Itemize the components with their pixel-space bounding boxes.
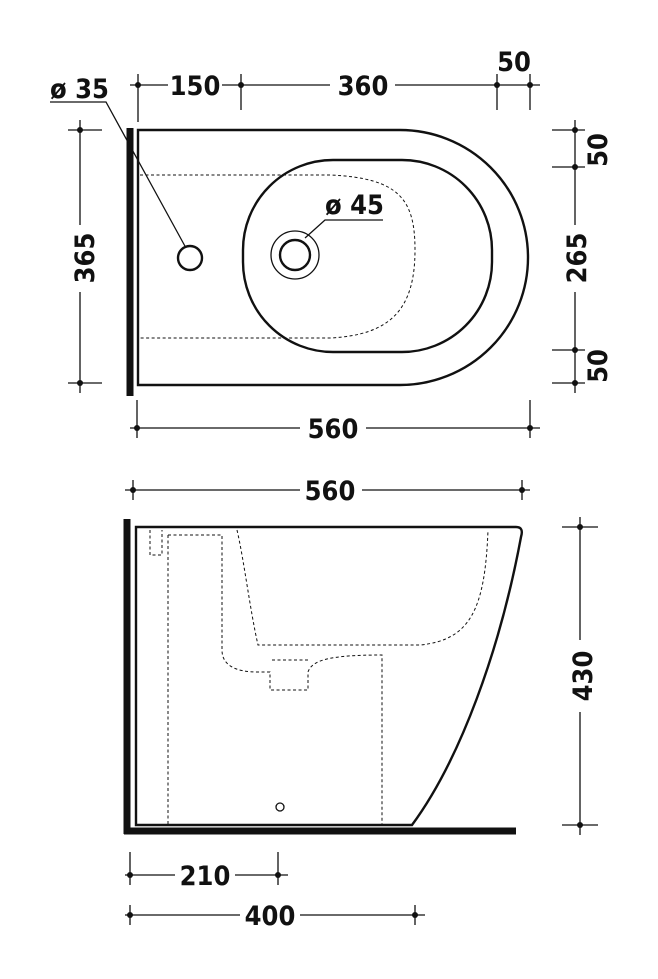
hidden-basin [236, 529, 489, 646]
dim-150: 150 [170, 71, 221, 102]
side-view: 560 430 210 400 [123, 476, 599, 932]
drain-label: ø 45 [325, 190, 384, 221]
drain-outlet [275, 802, 285, 812]
leader-drain [304, 219, 383, 239]
dim-560-top: 560 [308, 414, 359, 445]
dim-365: 365 [70, 233, 101, 284]
leader-tap-hole [50, 101, 187, 249]
dim-210: 210 [180, 861, 231, 892]
drain-outer [270, 230, 320, 280]
hidden-trap [149, 530, 383, 825]
basin-outline [241, 158, 494, 354]
dim-400: 400 [245, 901, 296, 932]
dim-360: 360 [338, 71, 389, 102]
dim-265: 265 [562, 233, 593, 284]
dim-560-side: 560 [305, 476, 356, 507]
dim-430: 430 [568, 651, 599, 702]
dim-50-top: 50 [497, 47, 531, 78]
side-outline [134, 525, 524, 827]
top-view: ø 35 ø 45 150 360 50 365 50 265 50 560 [50, 47, 614, 445]
tap-hole-label: ø 35 [50, 74, 109, 105]
tap-hole [176, 244, 204, 272]
hidden-line [167, 535, 310, 825]
drain-hole [278, 238, 312, 272]
dim-50-right-bottom: 50 [583, 349, 614, 383]
dim-50-right-top: 50 [583, 133, 614, 167]
bowl-outline [136, 128, 530, 387]
